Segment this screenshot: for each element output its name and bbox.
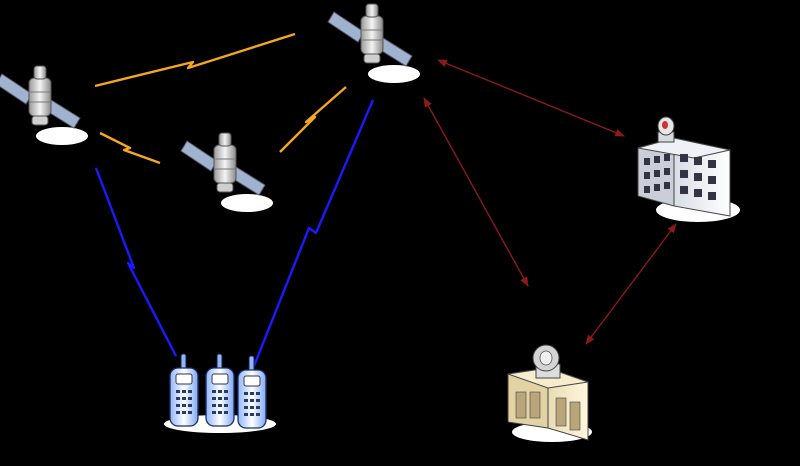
mobile-phones-group	[164, 353, 276, 433]
satellite-icon[interactable]	[0, 65, 89, 146]
lightning-links	[94, 32, 375, 367]
link-sat1-phones	[94, 167, 178, 357]
link-sat3-ground-station	[423, 97, 529, 287]
satellite-icon[interactable]	[180, 132, 274, 213]
link-sat1-sat2	[99, 131, 161, 165]
link-sat2-sat3	[279, 86, 347, 153]
building-with-dish-icon[interactable]	[637, 116, 740, 222]
link-sat3-building	[437, 59, 625, 137]
link-sat1-sat3	[94, 32, 296, 88]
link-building-ground-station	[585, 223, 677, 345]
ground-station-icon[interactable]	[507, 344, 592, 442]
mobile-phone-icon[interactable]	[169, 353, 199, 427]
satellite-icon[interactable]	[327, 3, 421, 84]
mobile-phone-icon[interactable]	[205, 353, 235, 427]
ground-links	[423, 59, 677, 345]
link-sat3-phones	[252, 99, 375, 367]
mobile-phone-icon[interactable]	[237, 355, 267, 429]
